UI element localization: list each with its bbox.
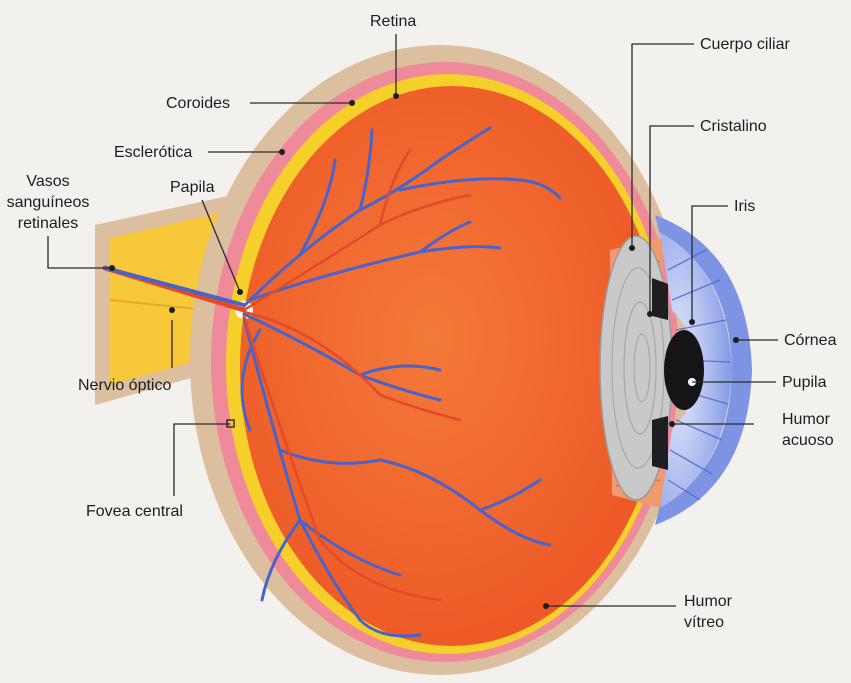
- label-coroides: Coroides: [166, 94, 230, 113]
- label-esclerotica: Esclerótica: [114, 143, 192, 162]
- label-vasos-line3: retinales: [6, 214, 90, 233]
- label-nervio-optico: Nervio óptico: [78, 376, 171, 395]
- pupil: [664, 330, 704, 410]
- label-vasos-line2: sanguíneos: [6, 193, 90, 212]
- label-humor-acuoso-line1: Humor: [782, 410, 830, 429]
- label-cuerpo-ciliar: Cuerpo ciliar: [700, 35, 790, 54]
- label-retina: Retina: [370, 12, 416, 31]
- label-cornea: Córnea: [784, 331, 836, 350]
- label-fovea-central: Fovea central: [86, 502, 183, 521]
- label-pupila: Pupila: [782, 373, 826, 392]
- label-cristalino: Cristalino: [700, 117, 767, 136]
- label-papila: Papila: [170, 178, 214, 197]
- label-vasos-line1: Vasos: [6, 172, 90, 191]
- label-humor-vitreo-line2: vítreo: [684, 613, 724, 632]
- label-humor-vitreo-line1: Humor: [684, 592, 732, 611]
- label-iris: Iris: [734, 197, 755, 216]
- label-humor-acuoso-line2: acuoso: [782, 431, 834, 450]
